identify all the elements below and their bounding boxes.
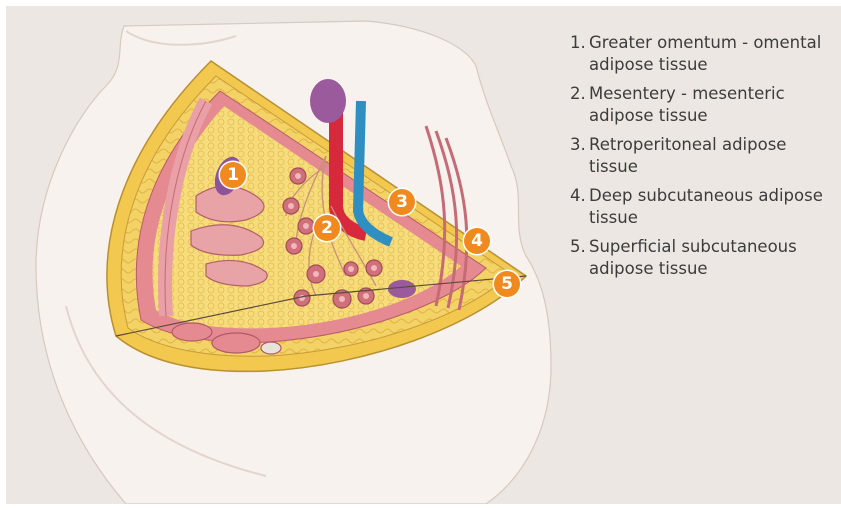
legend-number: 5.: [570, 236, 586, 258]
marker-5: 5: [494, 271, 520, 297]
figure-panel: 1 2 3 4 5 1. Greater omentum - omental a…: [6, 6, 841, 504]
legend-item: 1. Greater omentum - omental adipose tis…: [570, 32, 840, 75]
legend-number: 4.: [570, 185, 586, 207]
kidney: [310, 79, 346, 123]
legend-number: 2.: [570, 83, 586, 105]
legend-label: Retroperitoneal adipose tissue: [589, 135, 786, 176]
kidney-small: [388, 280, 416, 298]
legend-label: Mesentery - mesenteric adipose tissue: [589, 84, 785, 125]
legend-label: Deep subcutaneous adipose tissue: [589, 186, 823, 227]
legend-list: 1. Greater omentum - omental adipose tis…: [570, 32, 840, 287]
legend-number: 3.: [570, 134, 586, 156]
legend-item: 3. Retroperitoneal adipose tissue: [570, 134, 840, 177]
abdomen-cross-section-illustration: [6, 6, 566, 504]
legend-label: Greater omentum - omental adipose tissue: [589, 33, 821, 74]
legend-item: 5. Superficial subcutaneous adipose tiss…: [570, 236, 840, 279]
legend-item: 4. Deep subcutaneous adipose tissue: [570, 185, 840, 228]
legend-number: 1.: [570, 32, 586, 54]
marker-1: 1: [220, 162, 246, 188]
marker-4: 4: [464, 228, 490, 254]
marker-2: 2: [314, 215, 340, 241]
legend-item: 2. Mesentery - mesenteric adipose tissue: [570, 83, 840, 126]
legend-label: Superficial subcutaneous adipose tissue: [589, 237, 797, 278]
marker-3: 3: [389, 189, 415, 215]
